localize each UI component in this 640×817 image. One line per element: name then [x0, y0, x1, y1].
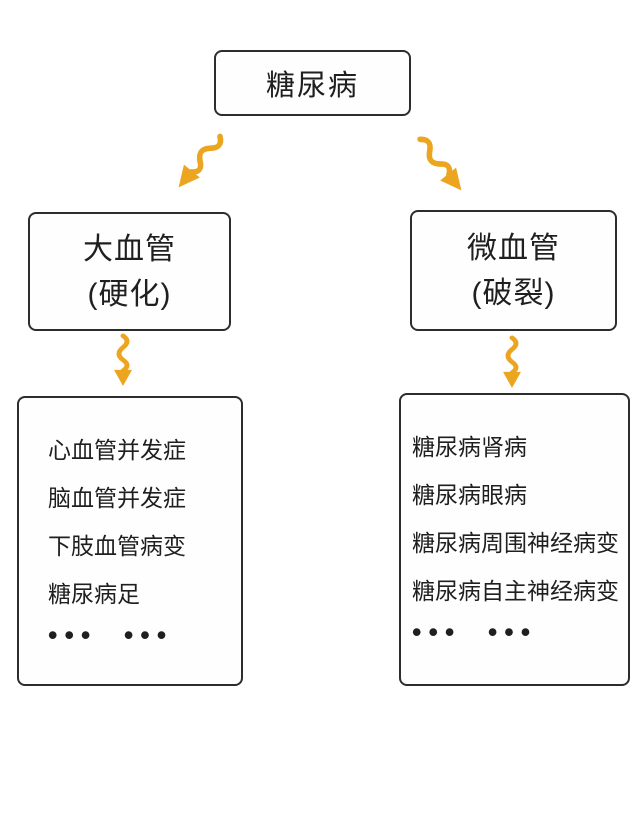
list-item: 脑血管并发症: [48, 485, 186, 511]
list-microvascular-complications: 糖尿病肾病 糖尿病眼病 糖尿病周围神经病变 糖尿病自主神经病变 ••• •••: [399, 393, 630, 686]
node-microvascular: 微血管 (破裂): [410, 210, 617, 331]
node-macrovascular-annotation: (硬化): [87, 277, 172, 311]
node-diabetes-label: 糖尿病: [265, 70, 359, 102]
node-macrovascular-label: 大血管: [83, 232, 176, 266]
node-microvascular-annotation: (破裂): [471, 276, 556, 310]
ellipsis-dots: ••• •••: [48, 620, 174, 650]
list-item: 心血管并发症: [48, 437, 186, 463]
list-item: 糖尿病眼病: [412, 482, 527, 508]
list-item: 下肢血管病变: [48, 533, 186, 559]
list-item: 糖尿病自主神经病变: [412, 578, 619, 604]
list-macrovascular-complications: 心血管并发症 脑血管并发症 下肢血管病变 糖尿病足 ••• •••: [17, 396, 243, 686]
node-macrovascular: 大血管 (硬化): [28, 212, 231, 331]
wavy-arrow-down-icon: [114, 333, 132, 386]
ellipsis-dots: ••• •••: [412, 617, 538, 647]
wavy-arrow-down-left-icon: [178, 133, 224, 188]
wavy-arrow-down-right-icon: [417, 136, 462, 191]
list-item: 糖尿病足: [48, 581, 140, 607]
list-item: 糖尿病肾病: [412, 434, 527, 460]
node-microvascular-label: 微血管: [467, 231, 560, 265]
list-item: 糖尿病周围神经病变: [412, 530, 619, 556]
node-diabetes: 糖尿病: [214, 50, 411, 116]
wavy-arrow-down-icon: [503, 335, 521, 388]
